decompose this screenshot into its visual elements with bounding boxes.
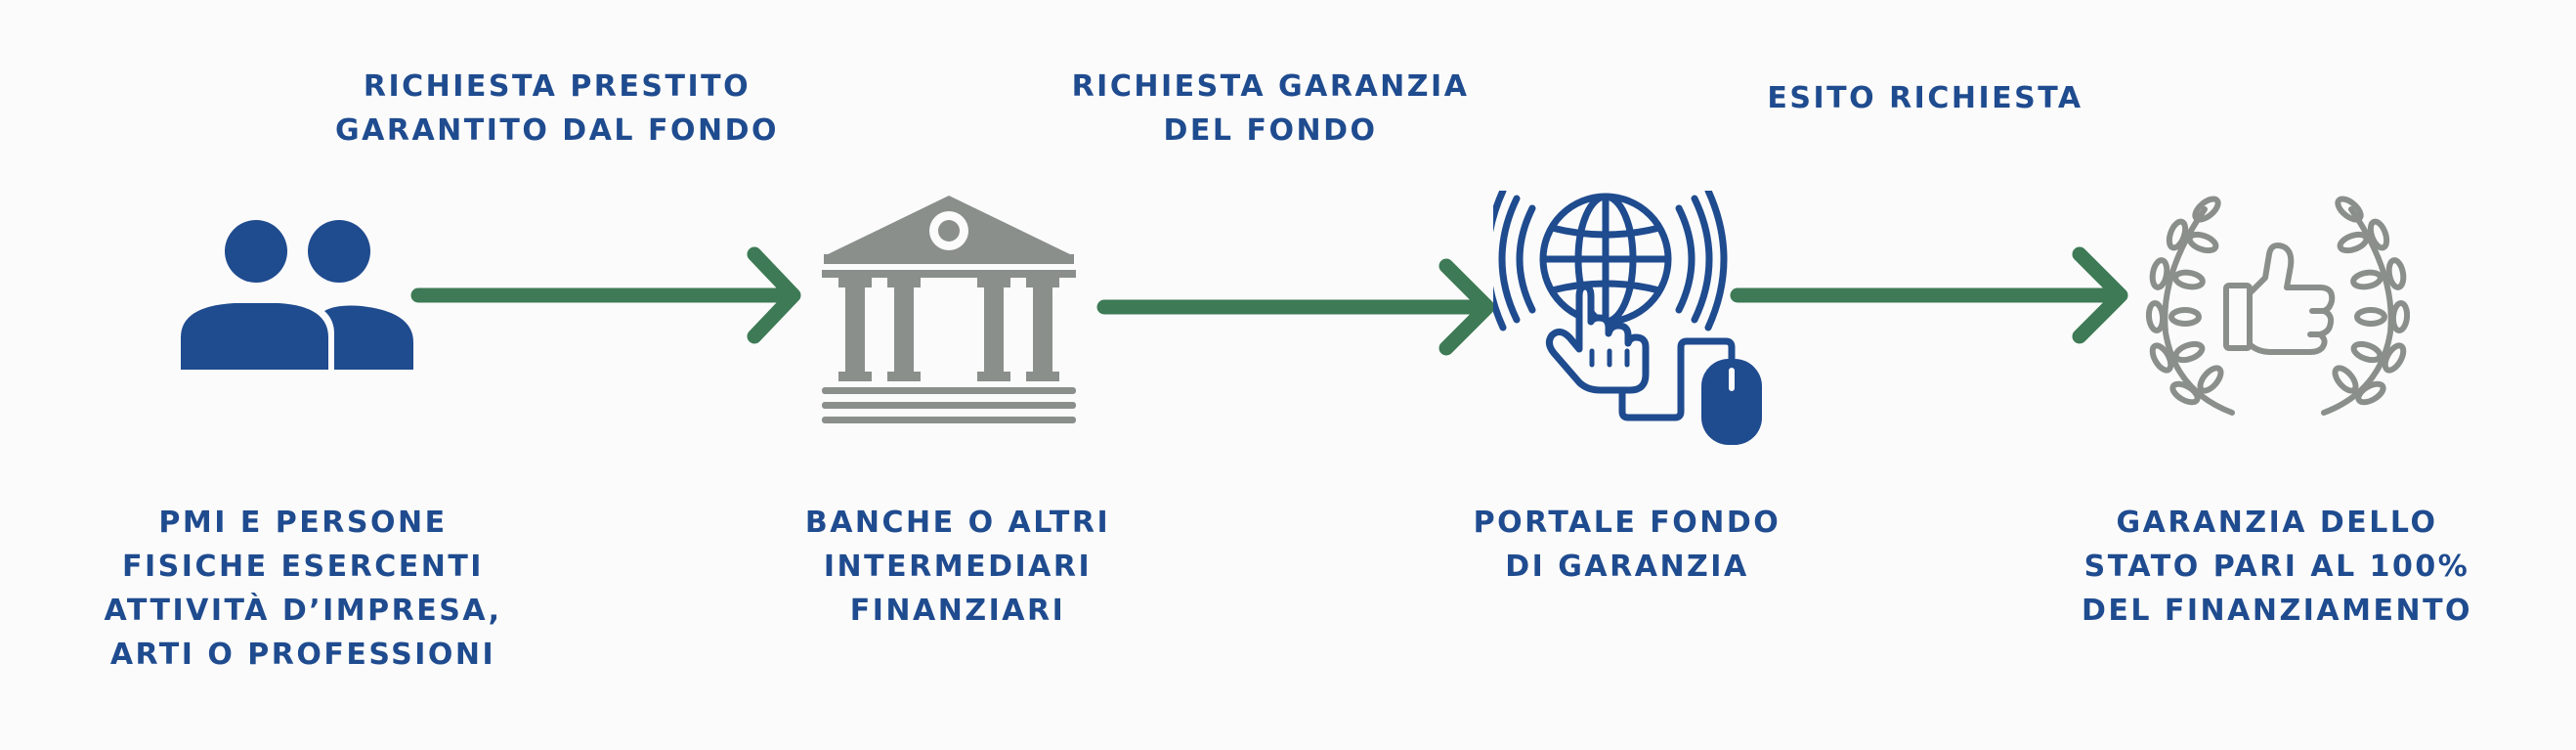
step-label-richiesta-prestito: RICHIESTA PRESTITO GARANTITO DAL FONDO [293,65,821,153]
entity-label-line: PMI E PERSONE [158,506,448,540]
entity-label-line: INTERMEDIARI [823,550,1093,584]
entity-label-line: ARTI O PROFESSIONI [109,638,496,672]
step-label-line: DEL FONDO [1163,113,1378,148]
entity-banche: BANCHE O ALTRI INTERMEDIARI FINANZIARI [723,501,1192,633]
globe-click-icon [1493,191,1762,445]
bank-icon [822,196,1076,423]
entity-pmi: PMI E PERSONE FISICHE ESERCENTI ATTIVITÀ… [49,501,557,677]
step-label-line: ESITO RICHIESTA [1767,81,2083,115]
step-label-line: GARANTITO DAL FONDO [335,113,779,148]
step-label-line: RICHIESTA GARANZIA [1071,69,1470,104]
flow-arrow-2 [1096,258,1495,356]
entity-label-line: FISICHE ESERCENTI [122,550,484,584]
step-label-esito-richiesta: ESITO RICHIESTA [1681,76,2169,120]
entity-garanzia: GARANZIA DELLO STATO PARI AL 100% DEL FI… [2033,501,2521,633]
entity-label-line: GARANZIA DELLO [2116,506,2438,540]
thumbs-up-laurel-icon [2146,196,2410,416]
flow-arrow-1 [410,246,801,344]
entity-label-line: ATTIVITÀ D’IMPRESA, [104,594,502,628]
entity-portale: PORTALE FONDO DI GARANZIA [1407,501,1847,589]
entity-label-line: STATO PARI AL 100% [2083,550,2470,584]
entity-label-line: DI GARANZIA [1505,550,1749,584]
entity-label-line: FINANZIARI [849,594,1066,628]
entity-label-line: BANCHE O ALTRI [804,506,1111,540]
flow-arrow-3 [1730,246,2128,344]
step-label-line: RICHIESTA PRESTITO [363,69,751,104]
entity-label-line: PORTALE FONDO [1473,506,1782,540]
entity-label-line: DEL FINANZIAMENTO [2081,594,2473,628]
step-label-richiesta-garanzia: RICHIESTA GARANZIA DEL FONDO [1016,65,1524,153]
people-icon [181,220,413,370]
